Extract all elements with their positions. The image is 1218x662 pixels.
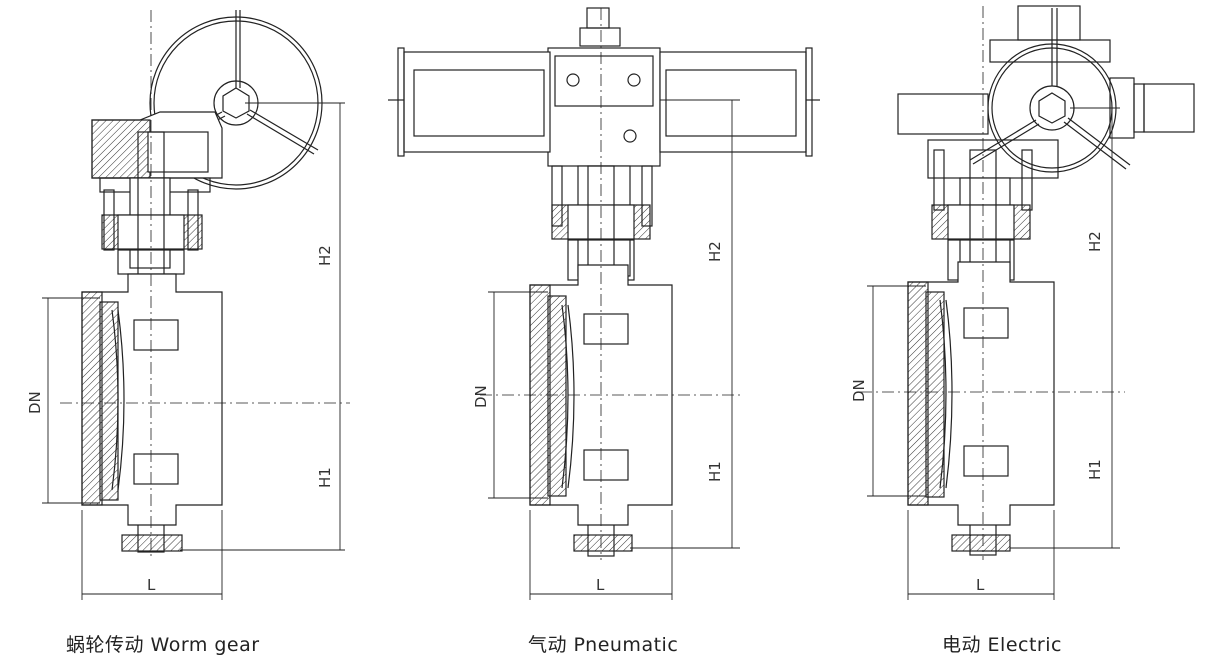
electric-actuator <box>897 5 1195 179</box>
gearbox <box>91 111 223 193</box>
caption-worm-gear: 蜗轮传动 Worm gear <box>66 634 260 656</box>
label-h1-3: H1 <box>1086 459 1104 480</box>
label-l-1: L <box>147 576 156 594</box>
electric-valve <box>860 5 1195 600</box>
valve-body-3 <box>907 261 1055 552</box>
label-dn-3: DN <box>850 379 868 402</box>
label-dn-1: DN <box>26 391 44 414</box>
handwheel <box>149 10 323 190</box>
label-dn-2: DN <box>472 385 490 408</box>
label-h1-2: H1 <box>706 461 724 482</box>
label-h2-1: H2 <box>316 245 334 266</box>
valve-body <box>81 273 223 552</box>
dim-lines-3 <box>867 107 1120 600</box>
dim-lines-1 <box>42 102 345 600</box>
label-h1-1: H1 <box>316 467 334 488</box>
label-l-3: L <box>976 576 985 594</box>
pneumatic-actuator <box>388 7 820 167</box>
caption-electric: 电动 Electric <box>942 634 1062 656</box>
label-h2-2: H2 <box>706 241 724 262</box>
dim-lines-2 <box>488 99 740 600</box>
label-h2-3: H2 <box>1086 231 1104 252</box>
stem-bonnet-3 <box>931 149 1033 556</box>
pneumatic-valve <box>388 7 820 600</box>
stem-bonnet <box>101 131 203 553</box>
caption-pneumatic: 气动 Pneumatic <box>528 634 679 656</box>
label-l-2: L <box>596 576 605 594</box>
worm-gear-valve <box>42 10 350 600</box>
